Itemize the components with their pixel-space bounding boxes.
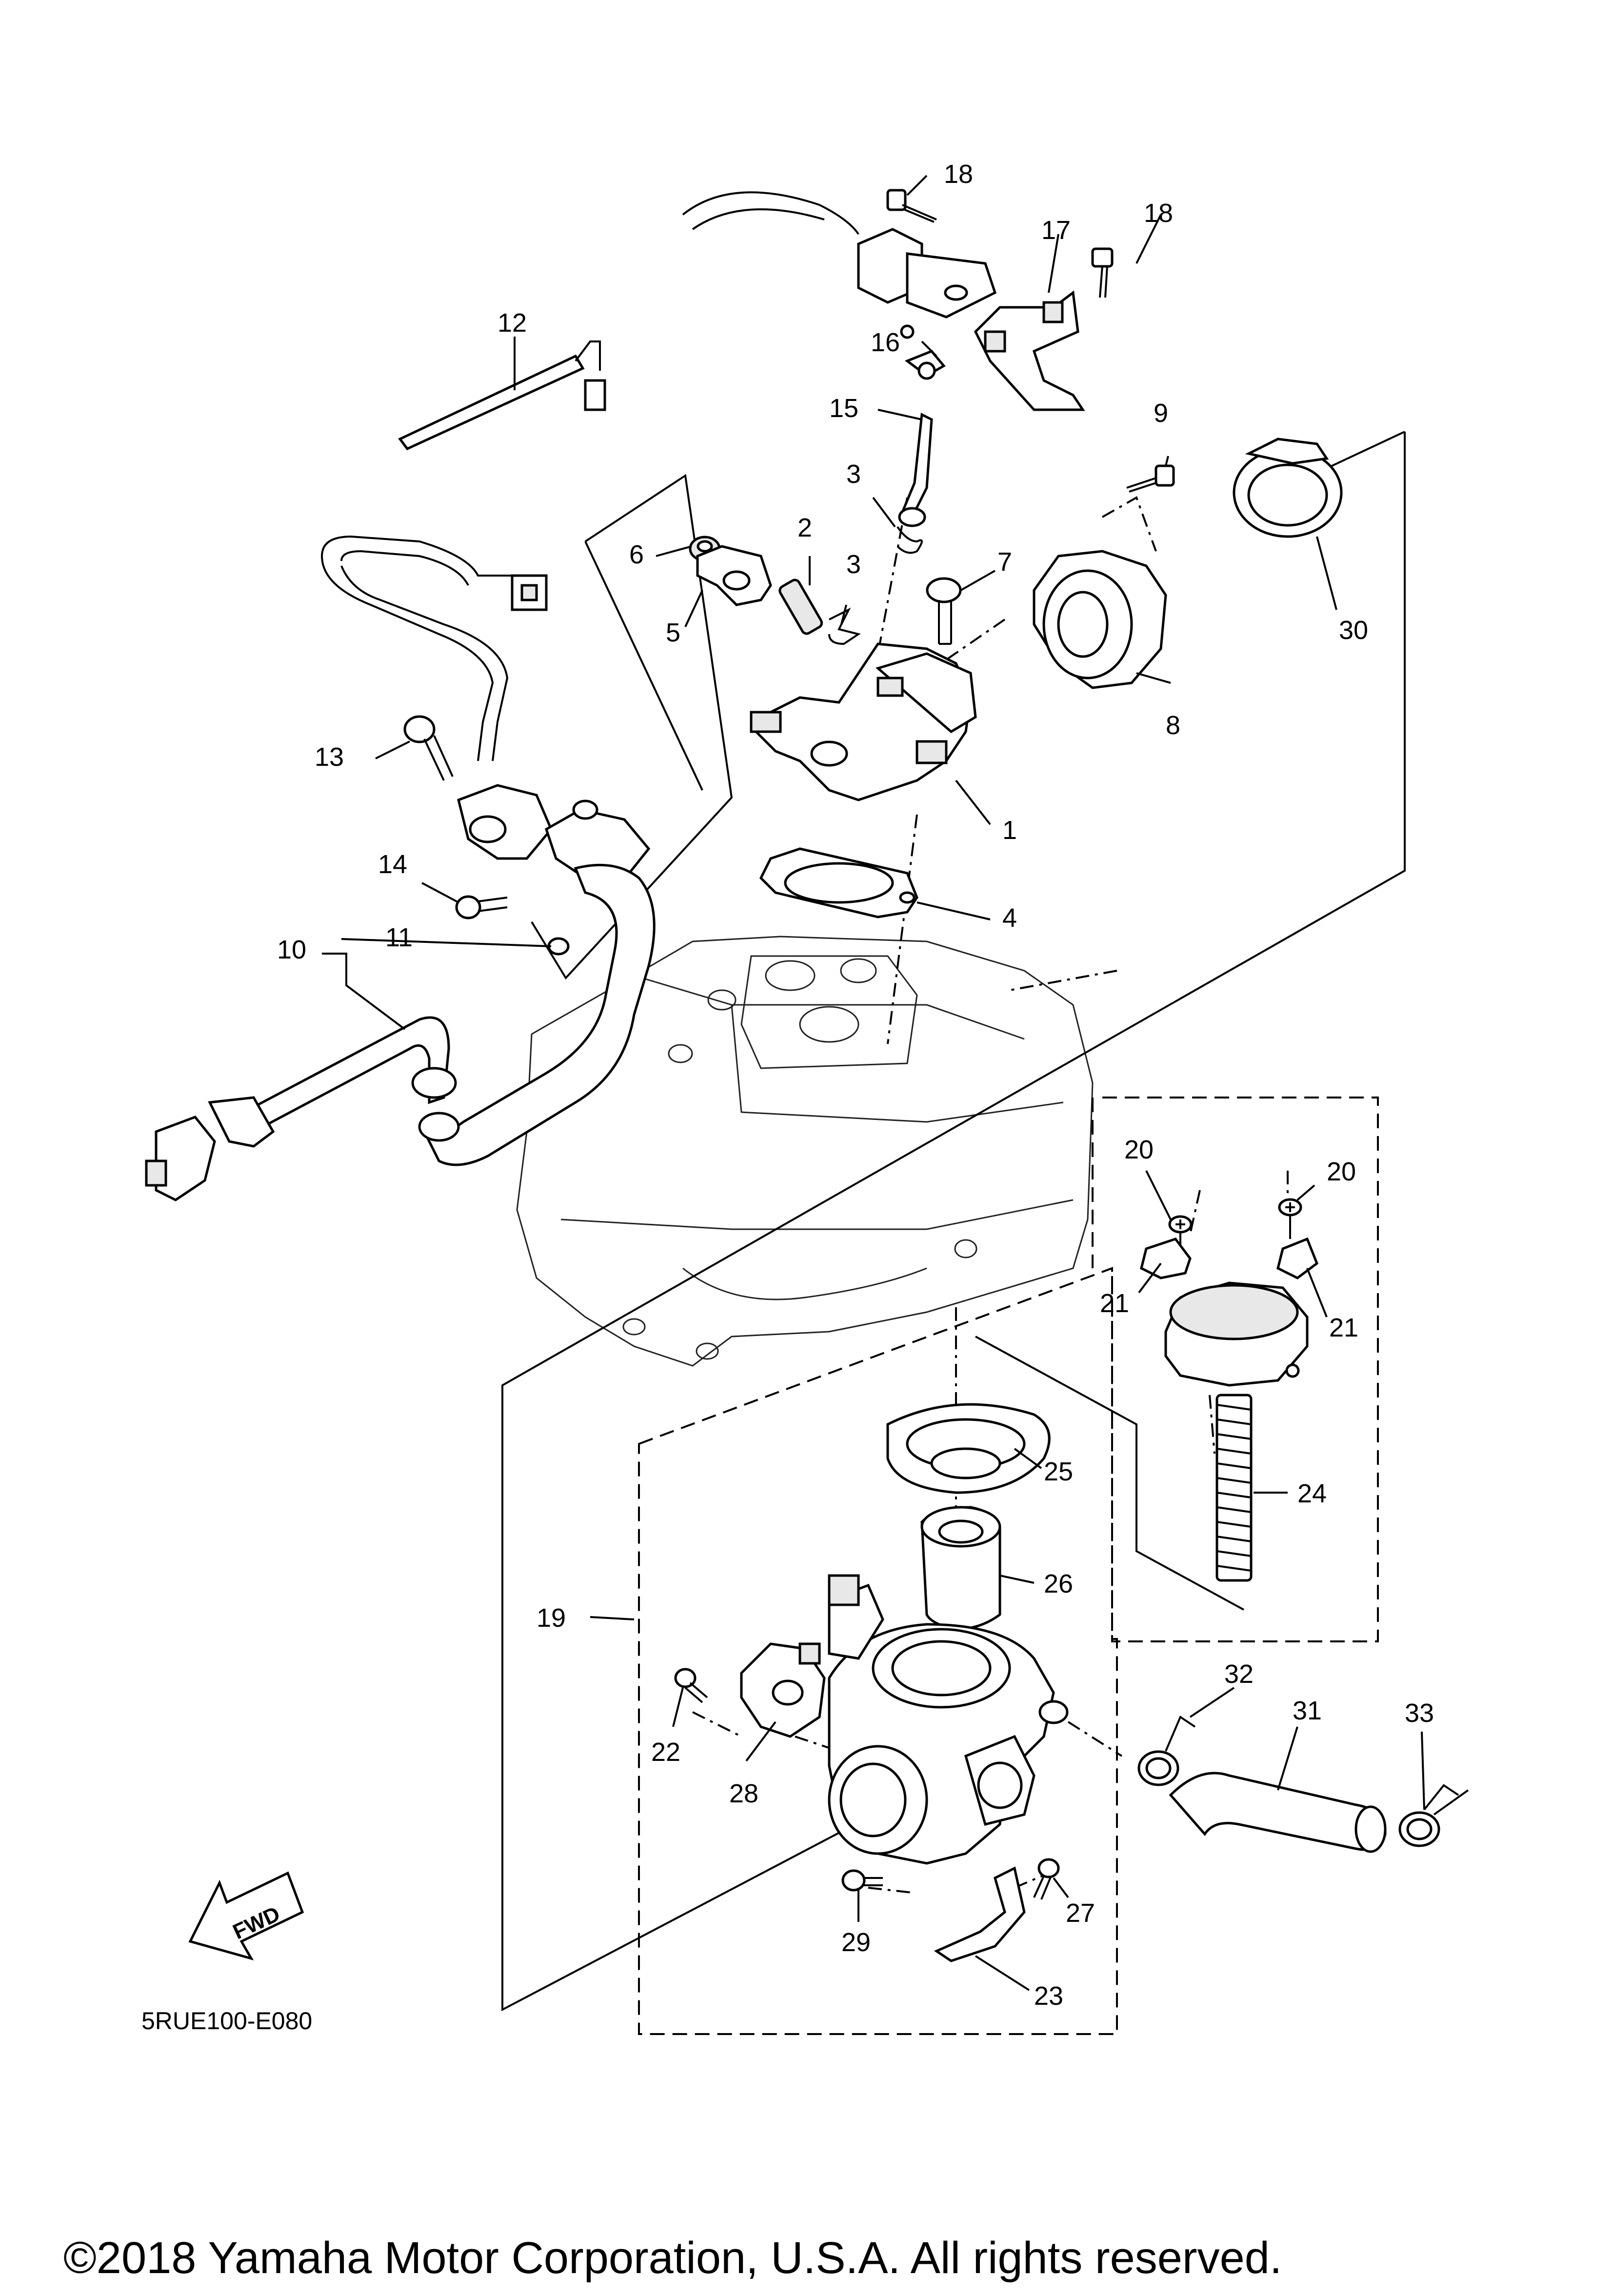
bolt-29 bbox=[841, 1869, 883, 1892]
bracket-17 bbox=[974, 290, 1085, 411]
diagram-code: 5RUE100-E080 bbox=[141, 2007, 312, 2035]
callout-21a: 21 bbox=[1100, 1289, 1129, 1318]
group-bracket-line bbox=[501, 432, 1406, 2012]
callout-26: 26 bbox=[1044, 1569, 1073, 1598]
hose-31 bbox=[1169, 1772, 1387, 1853]
callout-20a: 20 bbox=[1124, 1135, 1154, 1164]
callout-23: 23 bbox=[1034, 1981, 1063, 2011]
callout-18a: 18 bbox=[944, 160, 973, 189]
bolt-9 bbox=[1126, 464, 1175, 493]
callout-3a: 3 bbox=[846, 459, 861, 489]
callout-33: 33 bbox=[1405, 1698, 1434, 1728]
clamp-16 bbox=[904, 350, 946, 380]
callout-19: 19 bbox=[537, 1603, 566, 1633]
cable-tie-12 bbox=[398, 340, 606, 451]
clip-21-left bbox=[1140, 1238, 1192, 1279]
callout-31: 31 bbox=[1293, 1696, 1322, 1725]
gasket-4 bbox=[759, 847, 918, 918]
callout-15: 15 bbox=[829, 394, 858, 423]
callout-14: 14 bbox=[378, 850, 407, 879]
callout-25: 25 bbox=[1044, 1457, 1073, 1486]
bolt-13 bbox=[403, 715, 454, 781]
callout-17: 17 bbox=[1041, 216, 1071, 245]
screw-20-left bbox=[1168, 1215, 1193, 1254]
clip-32 bbox=[1137, 1716, 1196, 1786]
clip-3-upper bbox=[896, 526, 923, 554]
callout-3b: 3 bbox=[846, 550, 861, 579]
callout-32: 32 bbox=[1224, 1659, 1254, 1689]
diaphragm-25 bbox=[886, 1403, 1051, 1494]
pin-2 bbox=[778, 579, 823, 635]
bolt-14 bbox=[455, 895, 508, 919]
piston-valve-26 bbox=[920, 1506, 1001, 1631]
clip-21-right bbox=[1276, 1237, 1319, 1279]
sensor-28 bbox=[740, 1642, 826, 1738]
callout-labels: 18 17 18 12 16 15 9 3 6 2 3 7 30 5 8 13 … bbox=[277, 160, 1434, 2011]
callout-27: 27 bbox=[1066, 1898, 1095, 1928]
callout-29: 29 bbox=[841, 1928, 871, 1957]
callout-10: 10 bbox=[277, 935, 306, 964]
callout-18b: 18 bbox=[1144, 199, 1173, 228]
cover-assembly bbox=[1164, 1281, 1309, 1387]
o-ring-11 bbox=[547, 937, 570, 956]
forward-direction-arrow: FWD bbox=[188, 1871, 304, 1961]
engine-block-illustration bbox=[516, 936, 1094, 1367]
callout-28: 28 bbox=[729, 1779, 758, 1808]
hose-assembly-10 bbox=[145, 863, 656, 1201]
leader-lines bbox=[322, 175, 1425, 1991]
callout-20b: 20 bbox=[1327, 1157, 1356, 1186]
hose-15 bbox=[898, 413, 933, 527]
callout-6: 6 bbox=[629, 540, 644, 569]
cover-group-outline bbox=[1102, 1097, 1379, 1642]
bracket-line-30 bbox=[1326, 431, 1405, 469]
callout-8: 8 bbox=[1166, 711, 1180, 740]
bracket-23 bbox=[934, 1866, 1026, 1962]
callout-1: 1 bbox=[1002, 816, 1017, 845]
spring-24 bbox=[1215, 1394, 1253, 1582]
injector-harness bbox=[321, 535, 651, 879]
callout-12: 12 bbox=[498, 308, 527, 338]
callout-16: 16 bbox=[871, 328, 900, 357]
joint-8 bbox=[1033, 550, 1167, 689]
clamp-30 bbox=[1233, 438, 1343, 538]
callout-7: 7 bbox=[997, 547, 1012, 577]
screw-20-right bbox=[1278, 1198, 1302, 1239]
bolt-18-right bbox=[1091, 247, 1114, 298]
clip-33 bbox=[1398, 1784, 1469, 1847]
throttle-body-group-outline bbox=[638, 1267, 1118, 2035]
callout-5: 5 bbox=[666, 618, 680, 647]
bolt-27 bbox=[1033, 1858, 1060, 1900]
callout-22: 22 bbox=[651, 1737, 680, 1767]
copyright-notice: ©2018 Yamaha Motor Corporation, U.S.A. A… bbox=[63, 2233, 1282, 2283]
bolt-7 bbox=[926, 577, 962, 645]
clip-3-lower bbox=[828, 607, 861, 645]
sensor-assembly bbox=[682, 191, 997, 339]
callout-9: 9 bbox=[1154, 399, 1168, 428]
callout-4: 4 bbox=[1002, 903, 1017, 933]
bolt-22 bbox=[674, 1668, 708, 1703]
throttle-body-19 bbox=[828, 1574, 1069, 1865]
intake-holder-1 bbox=[750, 642, 977, 801]
alignment-line bbox=[887, 814, 918, 1044]
callout-21b: 21 bbox=[1329, 1313, 1358, 1342]
callout-24: 24 bbox=[1297, 1479, 1327, 1508]
injector-group-outline bbox=[531, 474, 733, 980]
callout-13: 13 bbox=[315, 742, 344, 772]
bolt-18-top bbox=[886, 189, 937, 223]
callout-2: 2 bbox=[797, 513, 812, 542]
callout-30: 30 bbox=[1339, 616, 1368, 645]
joint-5 bbox=[696, 545, 772, 606]
callout-11: 11 bbox=[385, 923, 413, 952]
